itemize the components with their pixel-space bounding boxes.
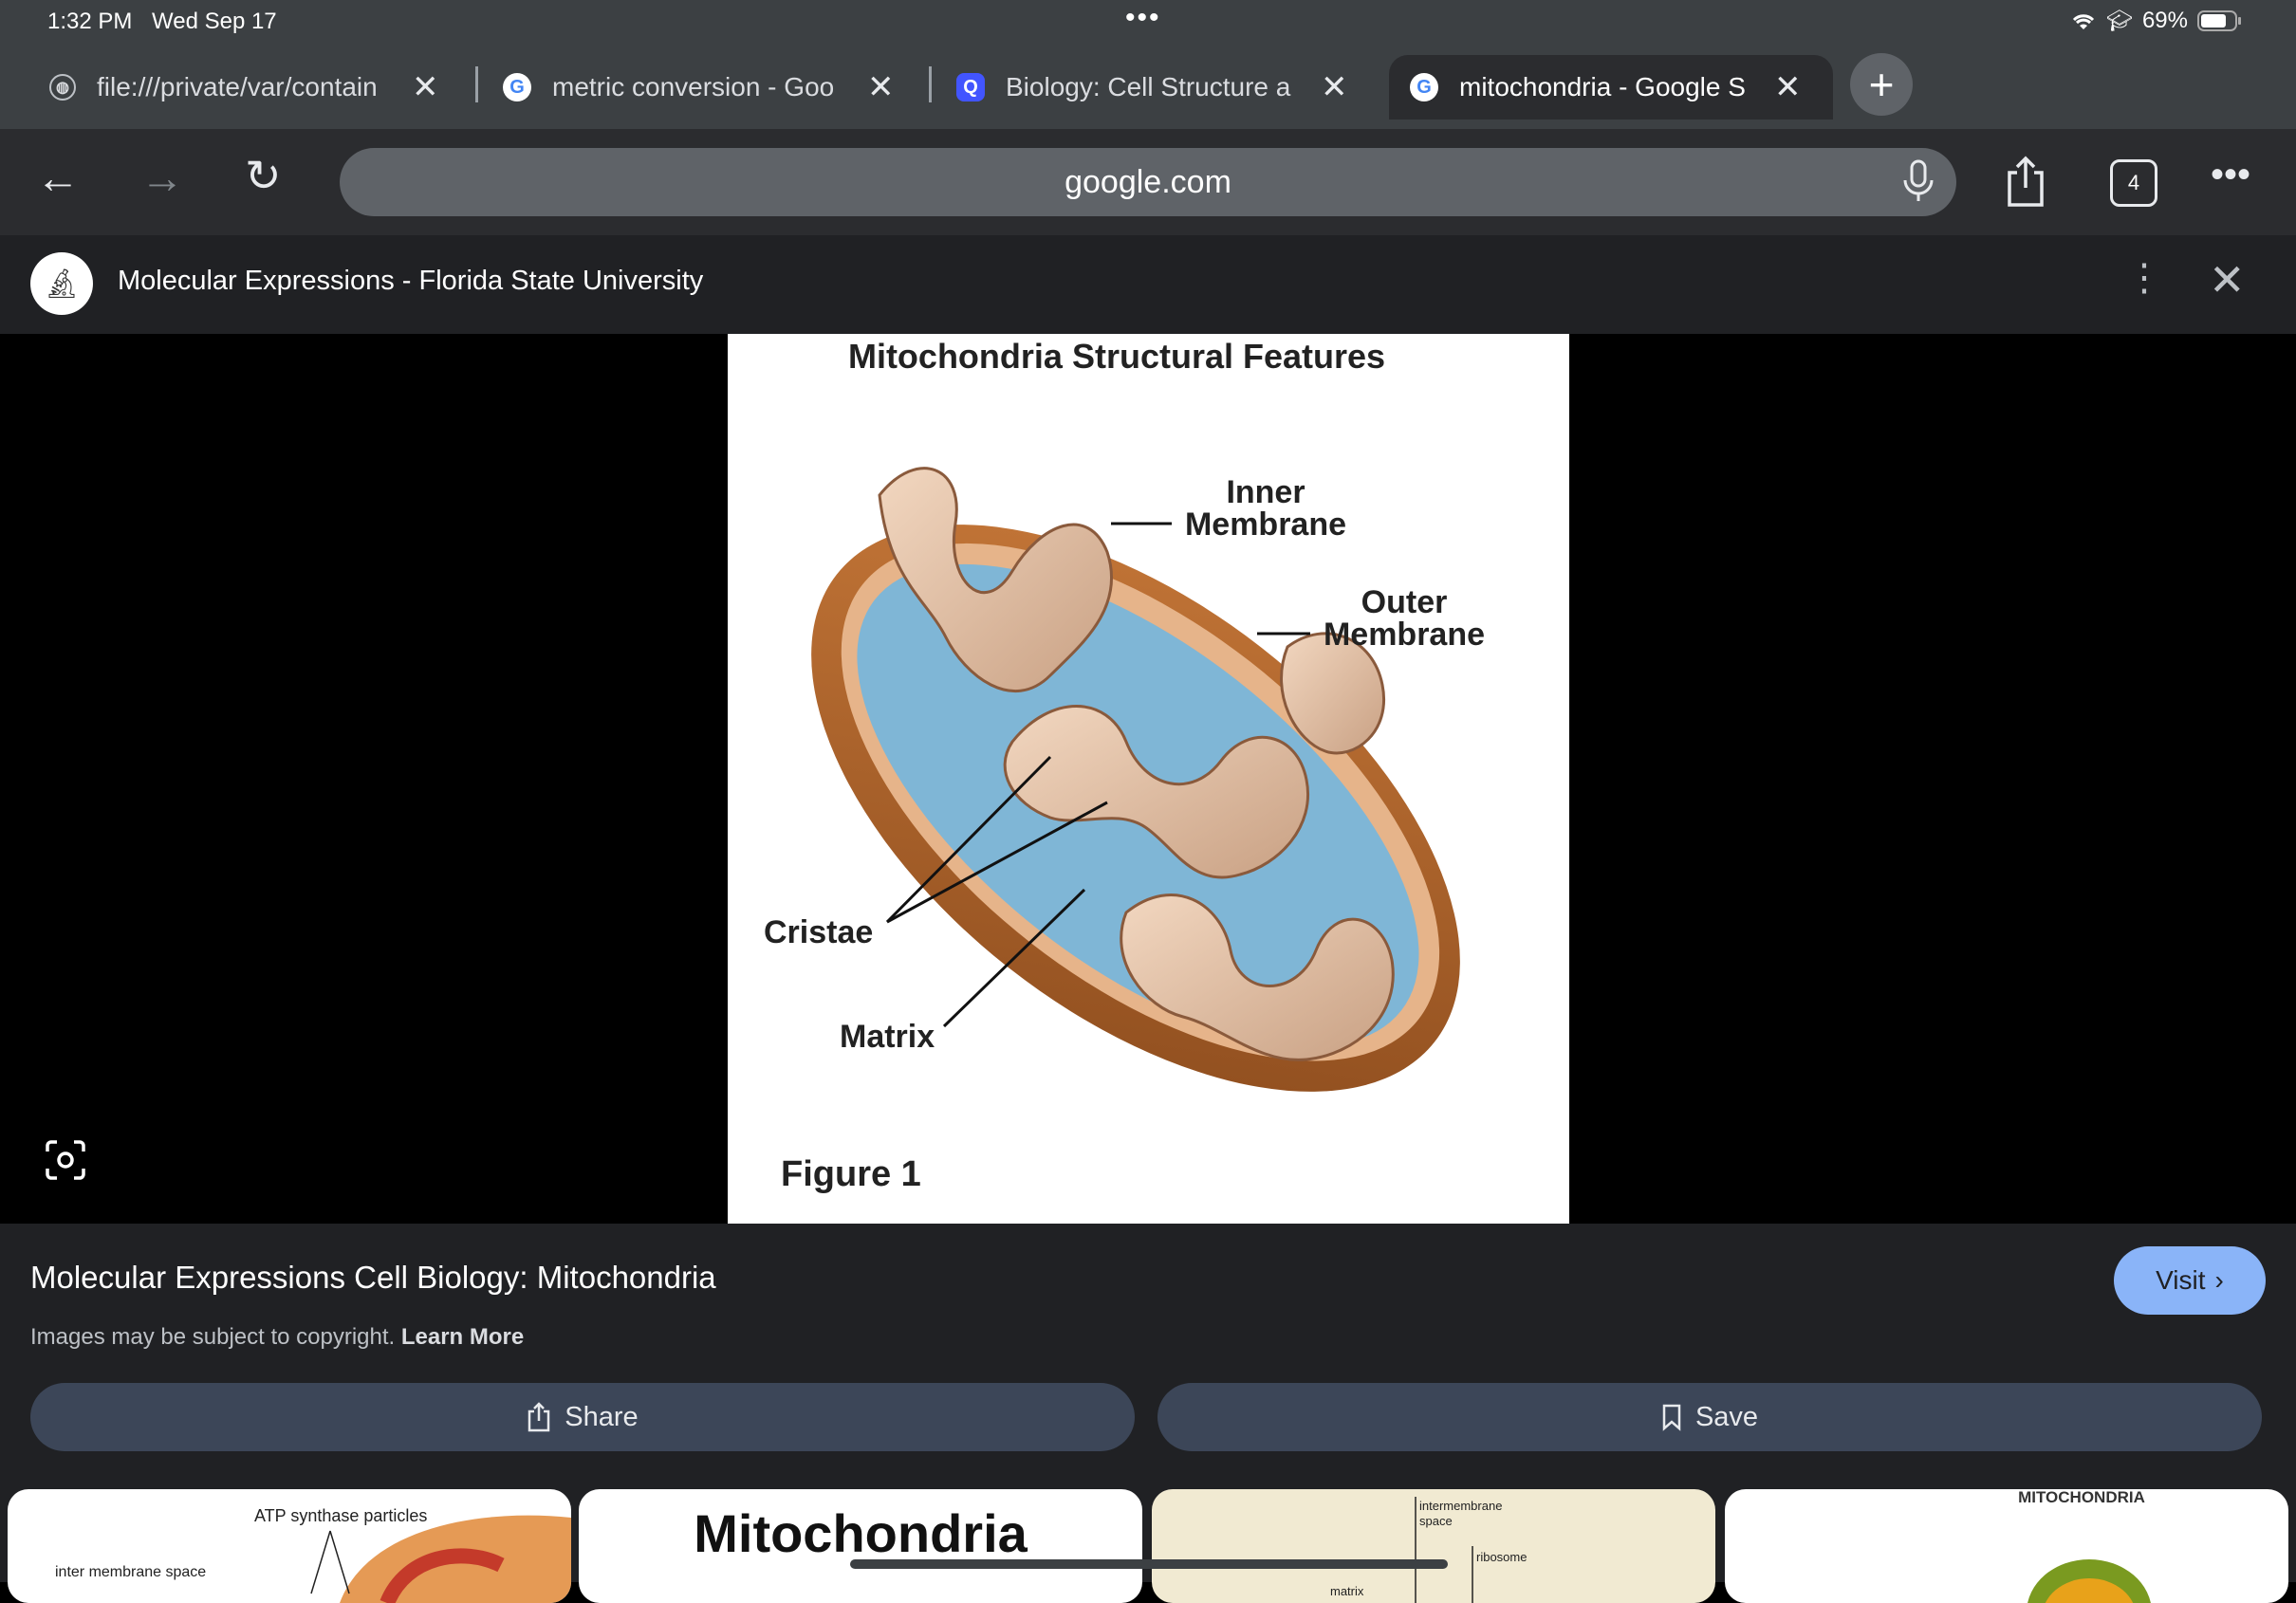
label-leader-lines xyxy=(885,522,1310,1028)
reload-icon[interactable]: ↻ xyxy=(245,151,282,200)
wifi-icon xyxy=(2072,14,2095,29)
lens-search-icon[interactable] xyxy=(44,1138,87,1182)
close-tab-icon[interactable]: ✕ xyxy=(1321,69,1348,105)
address-bar[interactable]: google.com xyxy=(340,148,1956,216)
visit-label: Visit xyxy=(2156,1265,2206,1295)
url-text: google.com xyxy=(1065,163,1231,200)
thumb-label: intermembrane xyxy=(1419,1499,1502,1513)
kebab-menu-icon[interactable]: ⋮ xyxy=(2125,257,2163,299)
thumb-label: Mitochondria xyxy=(694,1503,1028,1563)
tab-title: mitochondria - Google S xyxy=(1459,72,1746,101)
more-menu-icon[interactable]: ••• xyxy=(2211,154,2251,195)
close-icon[interactable]: ✕ xyxy=(2209,255,2246,304)
thumbnail-art: MITOCHONDRIA xyxy=(2018,1489,2151,1603)
forward-arrow-icon[interactable]: → xyxy=(140,153,184,202)
learn-more-link[interactable]: Learn More xyxy=(400,1324,525,1350)
quizlet-icon: Q xyxy=(956,73,985,101)
figure-title: Mitochondria Structural Features xyxy=(848,337,1385,376)
tab-file[interactable]: ◍ file:///private/var/contain ✕ xyxy=(28,55,439,120)
thumb-label: ribosome xyxy=(1476,1550,1527,1564)
copyright-text: Images may be subject to copyright. xyxy=(30,1324,396,1350)
graduation-cap-icon: 🎓︎ xyxy=(2106,9,2133,32)
battery-icon xyxy=(2197,10,2241,31)
related-image-2[interactable]: Mitochondria xyxy=(579,1489,1142,1603)
status-bar: 1:32 PM Wed Sep 17 ••• 🎓︎ 69% xyxy=(0,0,2296,46)
thumbnail-art: intermembrane space ribosome matrix xyxy=(1330,1497,1527,1603)
label-cristae: Cristae xyxy=(764,914,873,950)
cristae-folds xyxy=(878,467,1395,1061)
mitochondria-image[interactable]: Mitochondria Structural Features Inner M… xyxy=(728,334,1569,1224)
label-outer: Outer xyxy=(1361,584,1448,620)
tab-count: 4 xyxy=(2127,171,2140,194)
plus-icon: + xyxy=(1868,60,1895,109)
new-tab-button[interactable]: + xyxy=(1850,53,1913,116)
share-label: Share xyxy=(565,1401,639,1432)
tab-title: file:///private/var/contain xyxy=(97,72,378,101)
home-indicator[interactable] xyxy=(850,1559,1448,1569)
close-tab-icon[interactable]: ✕ xyxy=(1774,69,1802,105)
status-date: Wed Sep 17 xyxy=(152,9,277,34)
close-tab-icon[interactable]: ✕ xyxy=(412,69,439,105)
status-indicators: 🎓︎ 69% xyxy=(2070,8,2243,34)
tab-divider xyxy=(475,66,478,102)
share-button[interactable]: Share xyxy=(30,1383,1135,1451)
thumb-label: ATP synthase particles xyxy=(254,1506,427,1525)
chevron-right-icon: › xyxy=(2214,1265,2224,1295)
related-image-4[interactable]: MITOCHONDRIA xyxy=(1725,1489,2288,1603)
status-time: 1:32 PM xyxy=(47,9,133,34)
related-image-1[interactable]: ATP synthase particles inter membrane sp… xyxy=(8,1489,571,1603)
related-image-3[interactable]: intermembrane space ribosome matrix xyxy=(1152,1489,1715,1603)
microphone-icon[interactable] xyxy=(1901,159,1935,203)
tab-title: metric conversion - Goo xyxy=(552,72,835,101)
mitochondria-diagram: Mitochondria Structural Features Inner M… xyxy=(764,337,1485,1194)
figure-caption: Figure 1 xyxy=(781,1154,921,1194)
globe-icon: ◍ xyxy=(49,74,76,101)
tab-biology[interactable]: Q Biology: Cell Structure a ✕ xyxy=(935,55,1348,120)
thumb-label: MITOCHONDRIA xyxy=(2018,1489,2145,1506)
share-page-icon[interactable] xyxy=(2004,156,2047,209)
multitask-dots-icon[interactable]: ••• xyxy=(1125,2,1161,33)
bookmark-icon xyxy=(1662,1404,1681,1431)
thumb-label: inter membrane space xyxy=(55,1564,206,1580)
tab-title: Biology: Cell Structure a xyxy=(1006,72,1291,101)
google-icon: G xyxy=(503,73,531,101)
save-label: Save xyxy=(1694,1401,1759,1432)
thumb-label: space xyxy=(1419,1514,1453,1528)
source-name[interactable]: Molecular Expressions - Florida State Un… xyxy=(118,266,704,296)
label-inner: Inner xyxy=(1226,474,1305,510)
visit-button[interactable]: Visit › xyxy=(2114,1246,2266,1315)
result-title[interactable]: Molecular Expressions Cell Biology: Mito… xyxy=(30,1260,716,1295)
tab-strip: ◍ file:///private/var/contain ✕ G metric… xyxy=(0,46,2296,129)
battery-percent: 69% xyxy=(2141,8,2188,33)
save-button[interactable]: Save xyxy=(1157,1383,2262,1451)
tab-mitochondria[interactable]: G mitochondria - Google S ✕ xyxy=(1389,55,1833,120)
tab-count-button[interactable]: 4 xyxy=(2110,159,2157,207)
thumbnail-art: ATP synthase particles inter membrane sp… xyxy=(55,1506,571,1603)
label-inner-membrane: Membrane xyxy=(1185,507,1346,543)
close-tab-icon[interactable]: ✕ xyxy=(867,69,895,105)
copyright-notice: Images may be subject to copyright. Lear… xyxy=(30,1324,524,1351)
back-arrow-icon[interactable]: ← xyxy=(36,153,80,202)
google-icon: G xyxy=(1410,73,1438,101)
source-logo-icon: 🔬︎ xyxy=(30,252,93,315)
thumb-label: matrix xyxy=(1330,1584,1364,1598)
share-icon xyxy=(528,1402,550,1432)
label-outer-membrane: Membrane xyxy=(1324,617,1485,653)
label-matrix: Matrix xyxy=(840,1019,935,1055)
source-header xyxy=(0,235,2296,334)
tab-metric-conversion[interactable]: G metric conversion - Goo ✕ xyxy=(482,55,895,120)
tab-divider xyxy=(929,66,932,102)
